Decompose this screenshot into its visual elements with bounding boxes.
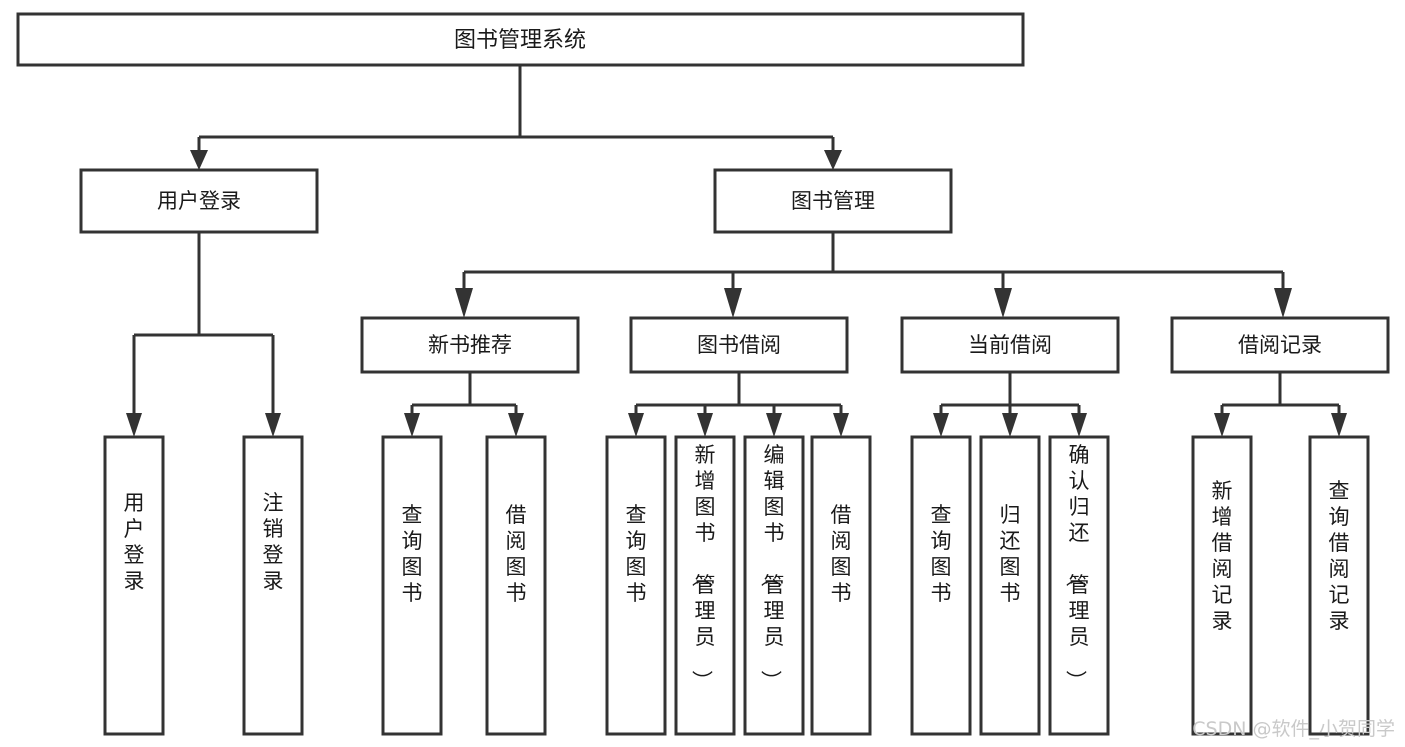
- arrow-head-newbook-leaf-1: [404, 413, 420, 437]
- leaf-node-current-query[interactable]: 查询图书: [910, 435, 972, 736]
- node-root-label: 图书管理系统: [454, 28, 586, 53]
- leaf-node-record-add-box[interactable]: [1191, 435, 1253, 736]
- node-book-management[interactable]: 图书管理: [713, 168, 953, 234]
- leaf-node-record-add-label: 新增借阅记录: [1212, 479, 1233, 633]
- leaf-node-record-add[interactable]: 新增借阅记录: [1191, 435, 1253, 736]
- node-book-borrow-box[interactable]: [629, 316, 849, 374]
- arrow-head-borrow-leaf-3: [766, 413, 782, 437]
- leaf-node-borrow-edit-label: 编辑图书（管理员）: [759, 443, 785, 691]
- arrow-head-user-login: [190, 150, 208, 170]
- leaf-node-logout-label: 注销登录: [263, 491, 284, 593]
- leaf-node-record-query-box[interactable]: [1308, 435, 1370, 736]
- node-current-borrow-box[interactable]: [900, 316, 1120, 374]
- node-borrow-record-box[interactable]: [1170, 316, 1390, 374]
- leaf-node-newbook-query[interactable]: 查询图书: [381, 435, 443, 736]
- node-book-management-label: 图书管理: [791, 189, 875, 213]
- leaf-node-user-login[interactable]: 用户登录: [103, 435, 165, 736]
- node-book-management-box[interactable]: [713, 168, 953, 234]
- node-user-login[interactable]: 用户登录: [79, 168, 319, 234]
- arrow-head-borrow-leaf-2: [697, 413, 713, 437]
- leaf-node-borrow-lend[interactable]: 借阅图书: [810, 435, 872, 736]
- leaf-node-newbook-query-box[interactable]: [381, 435, 443, 736]
- arrow-head-borrow-leaf-1: [628, 413, 644, 437]
- arrow-head-leaf-user-login: [126, 413, 142, 437]
- leaf-node-record-query[interactable]: 查询借阅记录: [1308, 435, 1370, 736]
- leaf-node-user-login-label: 用户登录: [124, 491, 145, 593]
- node-new-book-recommend[interactable]: 新书推荐: [360, 316, 580, 374]
- arrow-head-book-mgmt: [824, 150, 842, 170]
- leaf-node-current-confirm-label: 确认归还（管理员）: [1064, 443, 1090, 691]
- leaf-node-user-login-box[interactable]: [103, 435, 165, 736]
- arrow-head-current-leaf-2: [1002, 413, 1018, 437]
- node-new-book-recommend-box[interactable]: [360, 316, 580, 374]
- node-new-book-recommend-label: 新书推荐: [428, 333, 512, 357]
- arrow-head-current-leaf-1: [933, 413, 949, 437]
- arrow-head-leaf-logout: [265, 413, 281, 437]
- node-current-borrow[interactable]: 当前借阅: [900, 316, 1120, 374]
- leaf-node-borrow-query[interactable]: 查询图书: [605, 435, 667, 736]
- leaf-node-logout-box[interactable]: [242, 435, 304, 736]
- arrow-head-borrow-record: [1274, 288, 1292, 318]
- node-current-borrow-label: 当前借阅: [968, 333, 1052, 357]
- leaf-node-borrow-add-box[interactable]: [674, 435, 736, 736]
- node-book-borrow-label: 图书借阅: [697, 333, 781, 357]
- leaf-node-borrow-lend-box[interactable]: [810, 435, 872, 736]
- node-borrow-record-label: 借阅记录: [1238, 333, 1322, 357]
- arrow-head-newbook-leaf-2: [508, 413, 524, 437]
- arrow-head-record-leaf-1: [1214, 413, 1230, 437]
- leaf-node-current-return[interactable]: 归还图书: [979, 435, 1041, 736]
- leaf-node-newbook-borrow-box[interactable]: [485, 435, 547, 736]
- node-borrow-record[interactable]: 借阅记录: [1170, 316, 1390, 374]
- arrow-head-record-leaf-2: [1331, 413, 1347, 437]
- leaf-node-borrow-add[interactable]: 新增图书（管理员）: [674, 435, 736, 736]
- leaf-node-logout[interactable]: 注销登录: [242, 435, 304, 736]
- node-book-borrow[interactable]: 图书借阅: [629, 316, 849, 374]
- leaf-node-newbook-borrow[interactable]: 借阅图书: [485, 435, 547, 736]
- arrow-head-current-leaf-3: [1071, 413, 1087, 437]
- leaf-node-newbook-borrow-label: 借阅图书: [506, 503, 527, 605]
- leaf-node-record-query-label: 查询借阅记录: [1329, 479, 1350, 633]
- arrow-head-borrow-leaf-4: [833, 413, 849, 437]
- watermark-label: CSDN @软件_小贺同学: [1192, 718, 1395, 740]
- connector-layer: [126, 65, 1347, 437]
- leaf-node-borrow-query-box[interactable]: [605, 435, 667, 736]
- leaf-node-current-return-box[interactable]: [979, 435, 1041, 736]
- arrow-head-book-borrow: [724, 288, 742, 318]
- arrow-head-new-book: [455, 288, 473, 318]
- leaf-node-borrow-edit-box[interactable]: [743, 435, 805, 736]
- leaf-node-current-query-label: 查询图书: [931, 503, 952, 605]
- leaf-node-borrow-lend-label: 借阅图书: [831, 503, 852, 605]
- node-user-login-box[interactable]: [79, 168, 319, 234]
- node-root-box[interactable]: [16, 12, 1025, 67]
- leaf-node-borrow-add-label: 新增图书（管理员）: [690, 443, 716, 691]
- arrow-head-current-borrow: [994, 288, 1012, 318]
- node-root-system[interactable]: 图书管理系统: [16, 12, 1025, 67]
- leaf-node-current-return-label: 归还图书: [1000, 503, 1021, 605]
- node-user-login-label: 用户登录: [157, 189, 241, 213]
- leaf-node-newbook-query-label: 查询图书: [402, 503, 423, 605]
- leaf-node-current-query-box[interactable]: [910, 435, 972, 736]
- leaf-node-borrow-edit[interactable]: 编辑图书（管理员）: [743, 435, 805, 736]
- leaf-node-current-confirm[interactable]: 确认归还（管理员）: [1048, 435, 1110, 736]
- leaf-node-borrow-query-label: 查询图书: [626, 503, 647, 605]
- leaf-node-current-confirm-box[interactable]: [1048, 435, 1110, 736]
